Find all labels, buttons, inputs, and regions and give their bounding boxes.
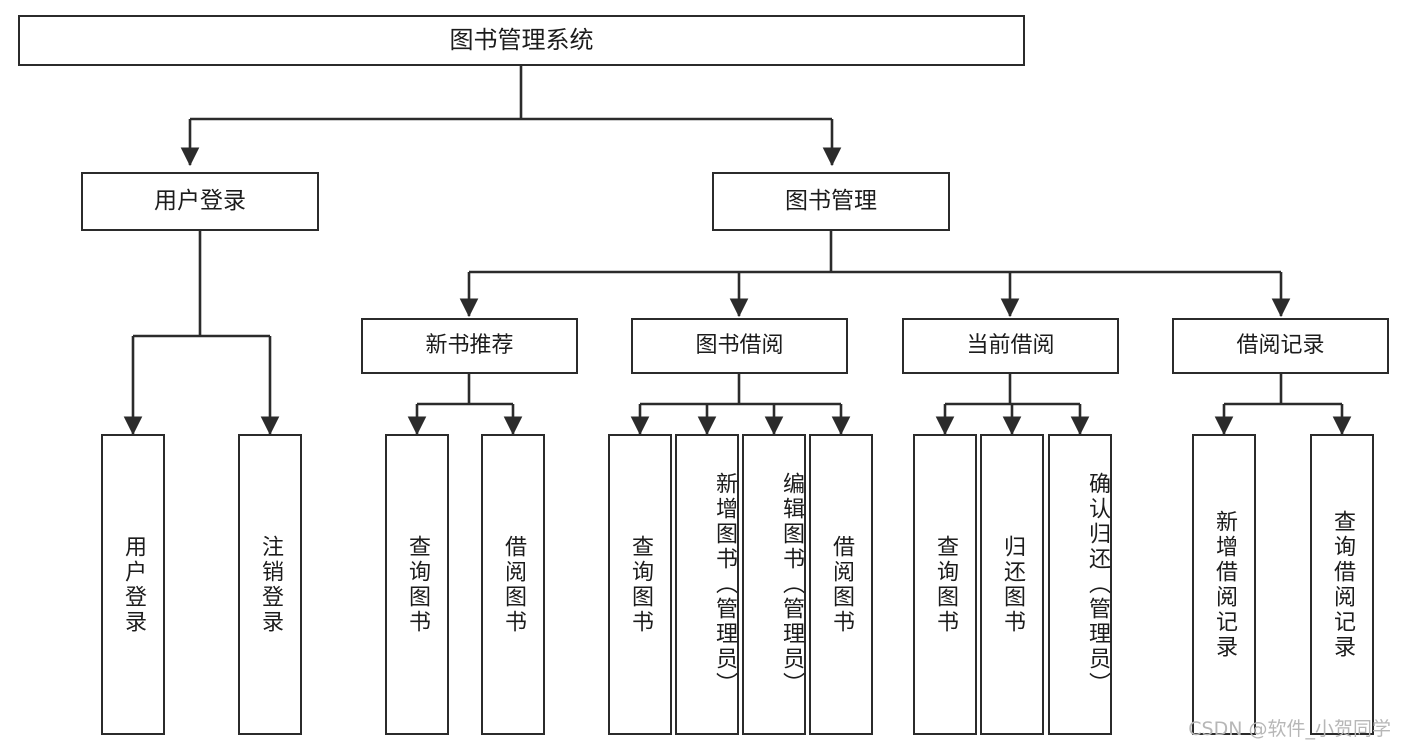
node-label: 用户登录 [154,187,246,214]
node-label: 查询图书 [404,534,430,635]
node-label: 借阅记录 [1236,333,1325,359]
node-label: 借阅图书 [500,534,526,635]
node-label: 注销登录 [257,534,283,635]
leaf-logout-login[interactable]: 注销登录 [238,434,302,735]
node-current-borrow[interactable]: 当前借阅 [902,318,1119,374]
node-new-book-recommend[interactable]: 新书推荐 [361,318,578,374]
node-label: 新书推荐 [425,333,514,359]
node-label: 查询图书 [932,534,958,635]
leaf-borrow-book[interactable]: 借阅图书 [809,434,873,735]
leaf-query-book-current[interactable]: 查询图书 [913,434,977,735]
leaf-borrow-book-recommend[interactable]: 借阅图书 [481,434,545,735]
node-label: 确认归还（管理员） [1085,472,1110,697]
node-book-borrow[interactable]: 图书借阅 [631,318,848,374]
leaf-edit-book-admin[interactable]: 编辑图书（管理员） [742,434,806,735]
node-label: 查询图书 [627,534,653,635]
node-label: 查询借阅记录 [1329,509,1355,660]
node-book-management[interactable]: 图书管理 [712,172,950,231]
watermark: CSDN @软件_小贺同学 [1188,718,1391,740]
node-label: 编辑图书（管理员） [779,472,804,697]
node-label: 归还图书 [999,534,1025,635]
node-label: 用户登录 [120,534,146,635]
leaf-query-book-borrow[interactable]: 查询图书 [608,434,672,735]
leaf-query-book-recommend[interactable]: 查询图书 [385,434,449,735]
leaf-user-login[interactable]: 用户登录 [101,434,165,735]
node-borrow-record[interactable]: 借阅记录 [1172,318,1389,374]
node-label: 新增图书（管理员） [712,472,737,697]
leaf-query-borrow-record[interactable]: 查询借阅记录 [1310,434,1374,735]
node-label: 当前借阅 [966,333,1055,359]
node-root-system[interactable]: 图书管理系统 [18,15,1025,66]
node-label: 新增借阅记录 [1211,509,1237,660]
leaf-add-borrow-record[interactable]: 新增借阅记录 [1192,434,1256,735]
leaf-return-book[interactable]: 归还图书 [980,434,1044,735]
leaf-confirm-return-admin[interactable]: 确认归还（管理员） [1048,434,1112,735]
node-label: 图书管理系统 [449,26,594,55]
leaf-add-book-admin[interactable]: 新增图书（管理员） [675,434,739,735]
node-user-login[interactable]: 用户登录 [81,172,319,231]
node-label: 图书管理 [785,187,877,214]
node-label: 图书借阅 [695,333,784,359]
node-label: 借阅图书 [828,534,854,635]
